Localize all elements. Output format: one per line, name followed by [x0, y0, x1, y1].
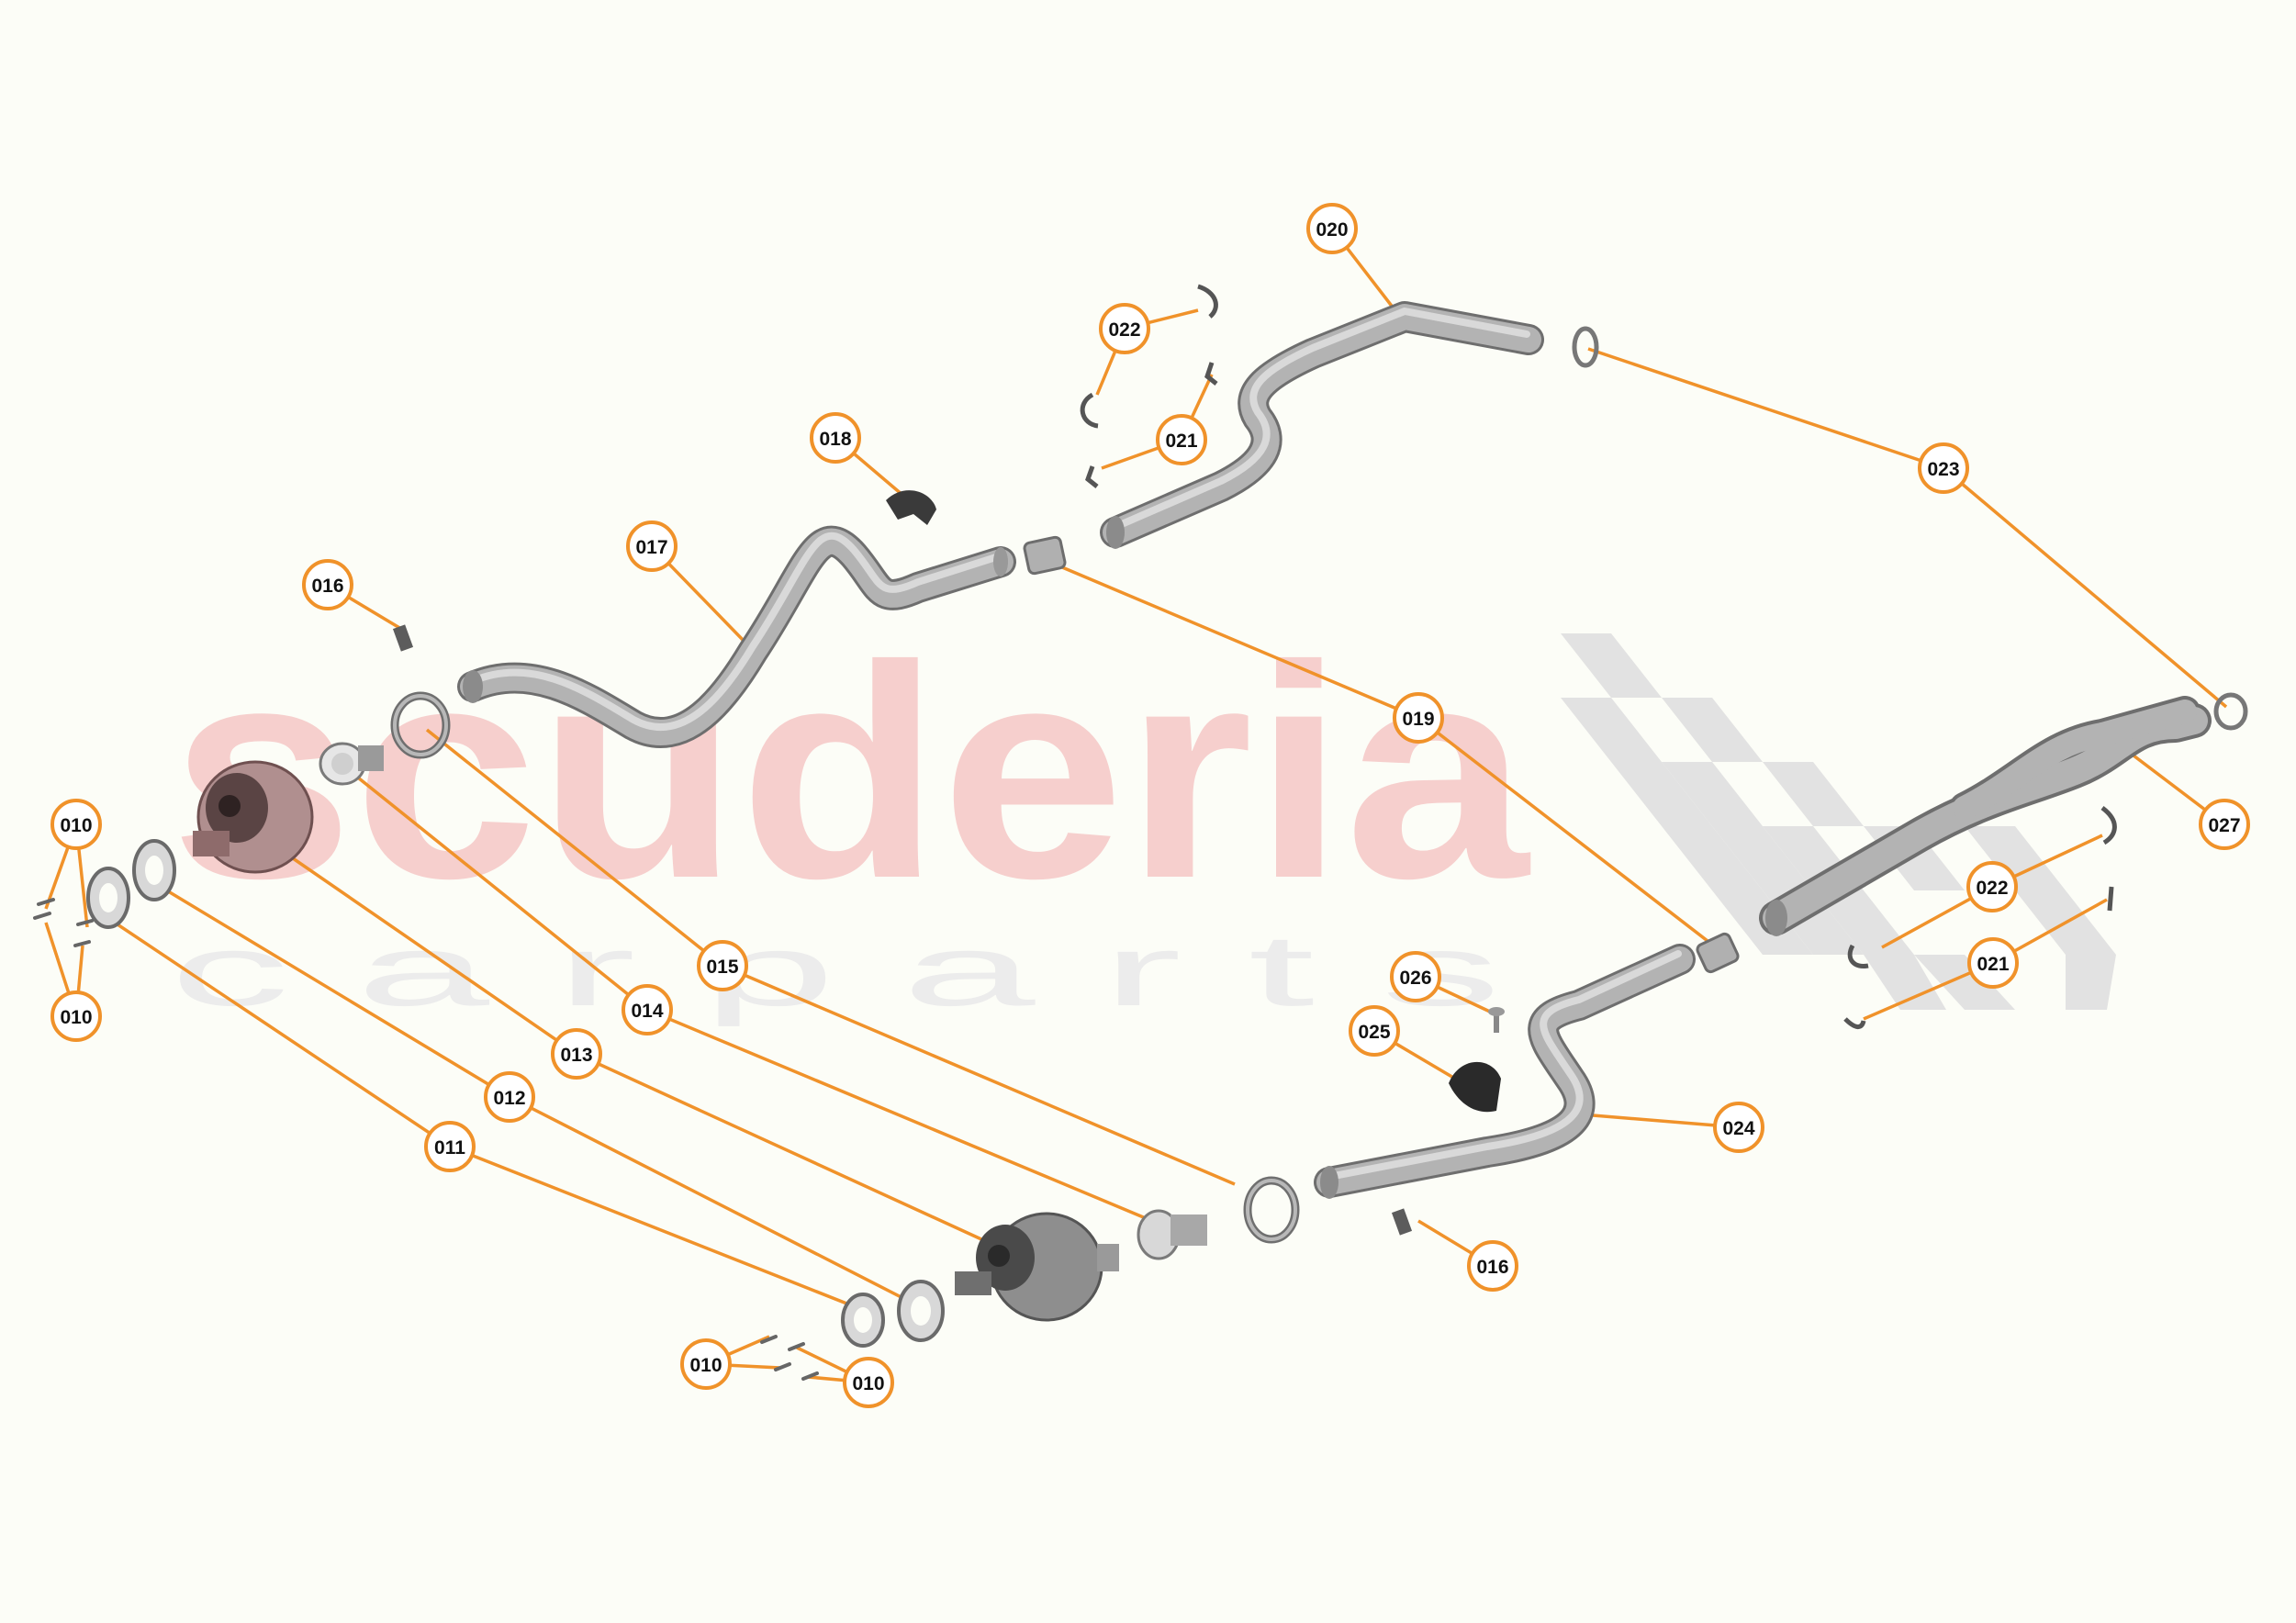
callout-012-label: 012	[493, 1088, 525, 1109]
callout-013-label: 013	[560, 1045, 592, 1066]
band-clamp-023-upper	[1572, 326, 1599, 368]
callout-023-label: 023	[1927, 459, 1959, 480]
callout-023[interactable]: 023	[1918, 442, 1969, 494]
callout-017-label: 017	[635, 537, 667, 558]
callout-016a-label: 016	[311, 576, 343, 597]
gasket-011-upper	[86, 867, 130, 929]
callout-022a-label: 022	[1108, 319, 1140, 341]
callout-022b-label: 022	[1976, 878, 2008, 899]
bolt-026	[1488, 1007, 1505, 1033]
callout-018[interactable]: 018	[810, 412, 861, 464]
clip-021-upper	[1085, 362, 1218, 488]
pipe-027	[1759, 696, 2212, 936]
callout-021b[interactable]: 021	[1967, 937, 2019, 989]
callout-010c-label: 010	[689, 1355, 722, 1376]
callout-021a-label: 021	[1165, 431, 1197, 452]
sleeve-019-lower	[1696, 932, 1740, 974]
v-band-clamp-015-lower	[1243, 1176, 1300, 1244]
v-band-clamp-015-upper	[390, 691, 451, 759]
callout-020[interactable]: 020	[1306, 203, 1358, 254]
callout-024-label: 024	[1722, 1118, 1754, 1139]
sleeve-019-upper	[1023, 535, 1067, 576]
callouts: 010 010 010 010 011 012 013 014 015 016 …	[50, 203, 2250, 1408]
exhaust-valve-013-upper	[193, 760, 314, 874]
callout-027-label: 027	[2208, 815, 2240, 836]
pipe-020	[1100, 301, 1544, 549]
flange-adapter-014-upper	[319, 742, 384, 786]
callout-016b-label: 016	[1476, 1257, 1508, 1278]
callout-017[interactable]: 017	[626, 520, 678, 572]
callout-010c[interactable]: 010	[680, 1338, 732, 1390]
callout-013[interactable]: 013	[551, 1028, 602, 1080]
callout-015-label: 015	[706, 957, 738, 978]
clip-016-lower	[1391, 1208, 1413, 1236]
callout-012[interactable]: 012	[484, 1071, 535, 1123]
band-clamp-023-lower	[2213, 692, 2248, 731]
pipe-017	[457, 525, 1016, 748]
callout-015[interactable]: 015	[697, 940, 748, 991]
clip-022-lower	[1847, 806, 2117, 969]
leader-023-1	[1587, 347, 1944, 470]
watermark-subtitle: c a r p a r t s	[170, 914, 1501, 1027]
watermark-brand: scuderia	[170, 602, 1530, 941]
callout-010b-label: 010	[60, 1007, 92, 1028]
callout-010d-label: 010	[852, 1373, 884, 1394]
callout-027[interactable]: 027	[2199, 799, 2250, 850]
checkered-flag-watermark	[1561, 633, 2116, 1010]
gasket-012-upper	[132, 839, 176, 901]
clip-022-upper	[1080, 284, 1218, 429]
callout-021a[interactable]: 021	[1156, 414, 1207, 465]
callout-019[interactable]: 019	[1393, 692, 1444, 744]
callout-024[interactable]: 024	[1713, 1102, 1764, 1153]
callout-026-label: 026	[1399, 968, 1431, 989]
flange-adapter-014-lower	[1137, 1209, 1207, 1260]
callout-022b[interactable]: 022	[1966, 861, 2018, 912]
gasket-011-lower	[841, 1293, 885, 1348]
callout-016a[interactable]: 016	[302, 559, 353, 610]
callout-016b[interactable]: 016	[1467, 1240, 1518, 1292]
callout-021b-label: 021	[1977, 954, 2009, 975]
callout-010a[interactable]: 010	[50, 799, 102, 850]
callout-014[interactable]: 014	[622, 984, 673, 1035]
callout-025-label: 025	[1358, 1022, 1390, 1043]
callout-014-label: 014	[631, 1001, 663, 1022]
callout-011-label: 011	[434, 1137, 465, 1158]
callout-018-label: 018	[819, 429, 851, 450]
bracket-018	[886, 490, 936, 525]
callout-010a-label: 010	[60, 815, 92, 836]
callout-025[interactable]: 025	[1349, 1005, 1400, 1057]
callout-010d[interactable]: 010	[843, 1357, 894, 1408]
callout-011[interactable]: 011	[424, 1121, 476, 1172]
callout-010b[interactable]: 010	[50, 991, 102, 1042]
pipe-024	[1314, 944, 1696, 1199]
leader-023-2	[1942, 466, 2228, 709]
clip-021-lower	[1843, 886, 2114, 1029]
callout-022a[interactable]: 022	[1099, 303, 1150, 354]
callout-019-label: 019	[1402, 709, 1434, 730]
clip-016-upper	[392, 624, 414, 652]
callout-026[interactable]: 026	[1390, 951, 1441, 1002]
exhaust-valve-013-lower	[955, 1212, 1119, 1322]
bolts-010	[33, 898, 819, 1381]
callout-020-label: 020	[1316, 219, 1348, 241]
rubber-mount-025	[1449, 1061, 1501, 1113]
gasket-012-lower	[897, 1280, 945, 1342]
